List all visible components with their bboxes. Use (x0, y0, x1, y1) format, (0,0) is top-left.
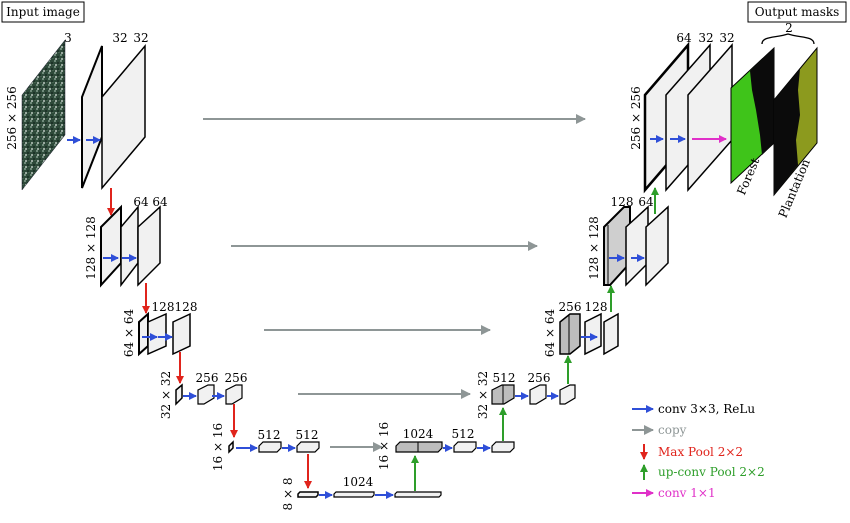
legend-maxpool-label: Max Pool 2×2 (658, 445, 743, 459)
feature-map-enc5a (228, 440, 234, 454)
channels-dec2a: 128 (611, 195, 634, 209)
feature-map-enc3b (147, 312, 167, 356)
channels-dec5b: 512 (452, 427, 475, 441)
channels-enc3b: 128 (175, 300, 198, 314)
feature-map-dec4-concat (491, 384, 515, 405)
channels-dec1b: 32 (698, 31, 713, 45)
feature-map-dec3-concat (559, 313, 581, 355)
feature-map-enc5b (258, 441, 282, 453)
feature-map-enc2c (137, 205, 161, 287)
output-count: 2 (785, 21, 793, 35)
feature-map-dec5-c (491, 441, 515, 453)
feature-map-dec4-c (559, 384, 576, 405)
dim-32-encoder: 32 × 32 (159, 371, 173, 419)
channels-enc2b: 64 (152, 195, 168, 209)
dim-64-decoder: 64 × 64 (543, 309, 557, 358)
dim-256-decoder: 256 × 256 (629, 86, 643, 150)
feature-map-enc3a (138, 311, 149, 357)
feature-map-enc3c (172, 312, 191, 356)
channels-dec4a: 512 (493, 371, 516, 385)
output-masks-box (747, 1, 847, 23)
legend: conv 3×3, ReLu copy Max Pool 2×2 up-conv… (632, 402, 765, 500)
plantation-mask (773, 46, 818, 197)
feature-map-dec3-c (603, 312, 619, 356)
feature-map-dec2-c (645, 205, 669, 287)
output-masks-label: Output masks (755, 5, 840, 19)
feature-map-bottleneck-b (333, 491, 375, 498)
legend-item-upconv: up-conv Pool 2×2 (640, 464, 765, 480)
channels-enc3a: 128 (152, 300, 175, 314)
feature-map-enc1b (101, 43, 146, 191)
channels-dec1c: 32 (719, 31, 734, 45)
channels-dec3b: 128 (585, 300, 608, 314)
feature-map-dec5-b (453, 441, 477, 453)
legend-conv-label: conv 3×3, ReLu (658, 402, 755, 416)
channels-enc5b: 512 (296, 428, 319, 442)
channels-dec3a: 256 (559, 300, 582, 314)
channels-enc4b: 256 (225, 371, 248, 385)
legend-item-conv1x1: conv 1×1 (632, 486, 716, 500)
input-image-box (1, 1, 85, 23)
feature-map-dec4-b (529, 384, 547, 405)
input-image-label: Input image (6, 5, 80, 19)
dim-32-decoder: 32 × 32 (476, 371, 490, 419)
feature-map-bottleneck-c (394, 491, 442, 498)
channels-input: 3 (64, 31, 72, 45)
dim-8-bottleneck: 8 × 8 (281, 478, 295, 511)
dim-16-decoder: 16 × 16 (377, 422, 391, 470)
dim-16-encoder: 16 × 16 (211, 423, 225, 471)
feature-map-enc1a (81, 45, 103, 189)
dim-64-encoder: 64 × 64 (122, 309, 136, 358)
dim-128-encoder: 128 × 128 (84, 216, 98, 280)
feature-map-enc2a (100, 204, 122, 288)
input-image-tile (21, 39, 66, 191)
feature-map-enc4b (197, 384, 215, 405)
dim-256-encoder: 256 × 256 (5, 86, 19, 150)
output-brace (761, 33, 815, 45)
channels-enc2a: 64 (133, 195, 149, 209)
channels-dec2b: 64 (638, 195, 654, 209)
feature-map-dec5-concat (395, 441, 443, 453)
legend-item-maxpool: Max Pool 2×2 (640, 444, 743, 460)
legend-upconv-label: up-conv Pool 2×2 (658, 465, 765, 479)
feature-map-bottleneck-a (297, 491, 319, 498)
feature-map-enc4a (175, 383, 183, 406)
legend-item-copy: copy (632, 423, 687, 437)
feature-map-dec3-b (584, 312, 602, 356)
channels-enc1b: 32 (133, 31, 148, 45)
legend-conv1x1-label: conv 1×1 (658, 486, 716, 500)
feature-map-enc4c (225, 384, 243, 405)
channels-bottleneck: 1024 (343, 475, 374, 489)
channels-enc5a: 512 (258, 428, 281, 442)
feature-map-enc2b (120, 204, 139, 288)
legend-item-conv: conv 3×3, ReLu (632, 402, 755, 416)
channels-dec1a: 64 (676, 31, 692, 45)
channels-enc4a: 256 (196, 371, 219, 385)
channels-dec4b: 256 (528, 371, 551, 385)
dim-128-decoder: 128 × 128 (587, 216, 601, 280)
channels-dec5a: 1024 (403, 427, 434, 441)
feature-map-enc5c (296, 441, 320, 453)
channels-enc1a: 32 (112, 31, 127, 45)
legend-copy-label: copy (658, 423, 687, 437)
